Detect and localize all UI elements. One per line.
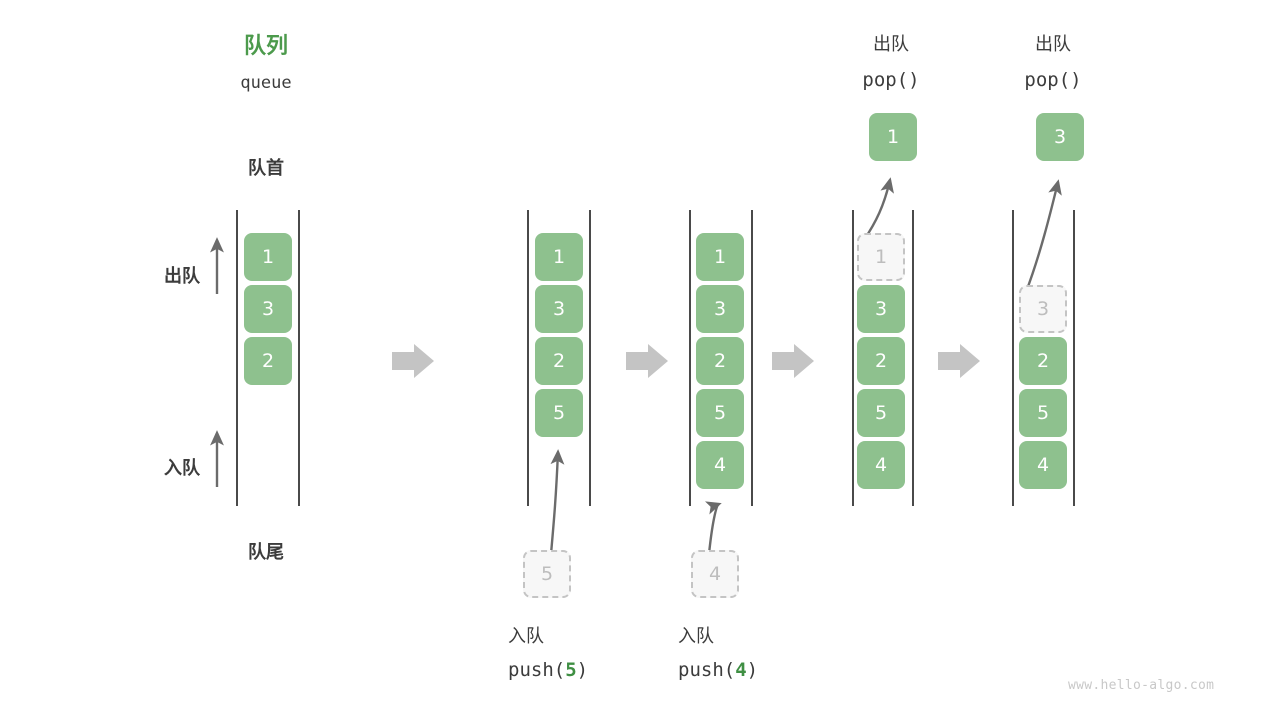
push-5-code-suffix: ) <box>576 659 589 681</box>
push-4-arrow <box>704 501 722 555</box>
page-subtitle: queue <box>240 73 292 93</box>
queue-cell: 4 <box>696 441 744 489</box>
step-arrow-4 <box>938 344 980 378</box>
popped-cell: 1 <box>869 113 917 161</box>
vacated-cell: 1 <box>857 233 905 281</box>
step-arrow-2 <box>626 344 668 378</box>
queue-cell: 2 <box>857 337 905 385</box>
pop-1-arrow <box>863 177 894 241</box>
rail-right <box>589 210 591 506</box>
queue-cell: 3 <box>857 285 905 333</box>
queue-cell: 2 <box>696 337 744 385</box>
queue-cell: 2 <box>244 337 292 385</box>
rail-right <box>751 210 753 506</box>
push-4-code-value: 4 <box>735 659 747 681</box>
rail-right <box>298 210 300 506</box>
queue-front-label: 队首 <box>248 158 284 179</box>
push-5-code-prefix: push( <box>508 659 566 681</box>
rail-left <box>236 210 238 506</box>
pop-3-caption-code: pop() <box>1024 69 1082 91</box>
queue-rear-label: 队尾 <box>248 542 284 563</box>
queue-cell: 5 <box>1019 389 1067 437</box>
queue-cell: 3 <box>696 285 744 333</box>
queue-cell: 5 <box>857 389 905 437</box>
vacated-cell: 3 <box>1019 285 1067 333</box>
push-5-caption-cn: 入队 <box>508 626 544 647</box>
queue-cell: 2 <box>1019 337 1067 385</box>
queue-cell: 1 <box>696 233 744 281</box>
pending-push-cell: 4 <box>691 550 739 598</box>
queue-cell: 1 <box>244 233 292 281</box>
queue-cell: 4 <box>857 441 905 489</box>
queue-cell: 4 <box>1019 441 1067 489</box>
queue-cell: 5 <box>535 389 583 437</box>
pop-1-caption-code: pop() <box>862 69 920 91</box>
queue-cell: 5 <box>696 389 744 437</box>
push-5-caption-code: push(5) <box>508 661 668 680</box>
push-4-code-prefix: push( <box>678 659 736 681</box>
step-arrow-3 <box>772 344 814 378</box>
step-arrow-1 <box>392 344 434 378</box>
rail-left <box>689 210 691 506</box>
pop-1-caption-cn: 出队 <box>873 34 909 55</box>
rail-left <box>1012 210 1014 506</box>
queue-cell: 2 <box>535 337 583 385</box>
rail-right <box>912 210 914 506</box>
push-4-caption-code: push(4) <box>678 661 838 680</box>
site-watermark: www.hello-algo.com <box>1068 678 1215 693</box>
page-title: 队列 <box>243 34 288 59</box>
rail-right <box>1073 210 1075 506</box>
push-4-caption-cn: 入队 <box>678 626 714 647</box>
queue-cell: 1 <box>535 233 583 281</box>
enqueue-label: 入队 <box>164 458 200 479</box>
push-5-arrow <box>549 449 565 555</box>
pop-3-caption-cn: 出队 <box>1035 34 1071 55</box>
pop-3-arrow <box>1024 179 1062 293</box>
push-5-code-value: 5 <box>565 659 577 681</box>
push-4-code-suffix: ) <box>746 659 759 681</box>
rail-left <box>527 210 529 506</box>
queue-cell: 3 <box>535 285 583 333</box>
dequeue-label: 出队 <box>164 266 200 287</box>
rail-left <box>852 210 854 506</box>
popped-cell: 3 <box>1036 113 1084 161</box>
queue-cell: 3 <box>244 285 292 333</box>
pending-push-cell: 5 <box>523 550 571 598</box>
